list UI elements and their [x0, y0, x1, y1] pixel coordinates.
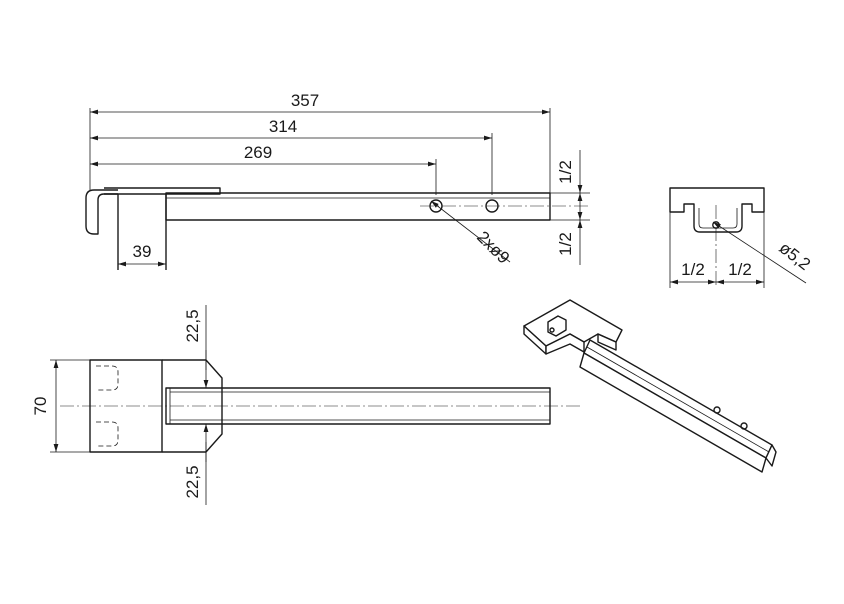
top-flange	[104, 187, 221, 195]
end-profile	[669, 187, 765, 233]
iso-hole-1	[713, 406, 721, 414]
isometric-view	[523, 299, 777, 473]
iso-bracket-tab	[597, 333, 617, 351]
end-dim-text-left: 1/2	[681, 260, 705, 279]
iso-tube-end	[765, 444, 777, 467]
dim-text-39: 39	[133, 242, 152, 261]
dim-text-357: 357	[291, 91, 319, 110]
hook-profile	[85, 189, 118, 235]
end-dim-text-hole: ø5,2	[776, 238, 815, 274]
side-view: 357 314 269 39 1/2 1/2 2xø9	[85, 91, 590, 270]
top-view: 70 22,5 22,5	[31, 305, 580, 505]
dim-text-70: 70	[31, 397, 50, 416]
iso-bracket-side	[545, 333, 585, 355]
end-view: 1/2 1/2 ø5,2	[669, 187, 815, 288]
leader-holes	[430, 200, 511, 263]
iso-small-hole	[549, 327, 555, 333]
dim-text-225-top: 22,5	[183, 309, 202, 342]
iso-tube-side	[579, 352, 767, 473]
end-dim-text-right: 1/2	[728, 260, 752, 279]
dim-text-half-bottom: 1/2	[556, 232, 575, 256]
dim-text-half-top: 1/2	[556, 160, 575, 184]
dim-text-314: 314	[269, 117, 297, 136]
iso-tube-top	[583, 339, 773, 459]
end-hole-leader	[712, 221, 807, 284]
dim-text-269: 269	[244, 143, 272, 162]
hidden-slot-bottom	[96, 421, 119, 447]
tube-side	[165, 192, 551, 221]
iso-tube-edge	[586, 346, 770, 453]
iso-hole-2	[740, 422, 748, 430]
dim-text-holes: 2xø9	[473, 227, 513, 267]
iso-slot	[547, 315, 567, 337]
dim-text-225-bottom: 22,5	[183, 465, 202, 498]
hidden-slot-top	[96, 365, 119, 391]
